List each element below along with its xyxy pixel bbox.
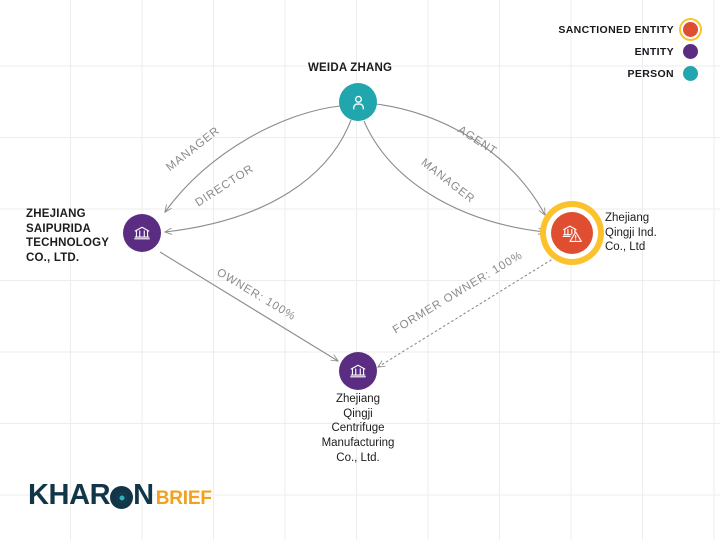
legend-label: SANCTIONED ENTITY <box>558 23 674 36</box>
node-label-line: Qingji <box>343 407 373 420</box>
node-label-line: TECHNOLOGY <box>26 237 110 250</box>
node-label-zhejiang-saipurida: ZHEJIANG SAIPURIDA TECHNOLOGY CO., LTD. <box>26 207 126 266</box>
bank-icon <box>349 362 367 380</box>
person-icon <box>349 93 368 112</box>
node-label-line: SAIPURIDA <box>26 222 92 235</box>
node-zhejiang-qingji-ind[interactable] <box>551 212 593 254</box>
edge-director-saipurida <box>165 119 352 232</box>
sanctioned-dot-icon <box>683 22 698 37</box>
node-label-line: ZHEJIANG <box>26 208 86 220</box>
legend-item-person: PERSON <box>628 66 702 81</box>
node-zhejiang-saipurida[interactable] <box>123 214 161 252</box>
logo-kharon-text-tail: N <box>133 479 154 511</box>
node-label-line: Centrifuge <box>331 422 385 435</box>
node-label-line: Zhejiang <box>335 393 381 405</box>
node-label-weida-zhang: WEIDA ZHANG <box>308 62 393 74</box>
edge-manager-saipurida <box>165 105 341 212</box>
logo-kharon-text: KHAR <box>28 479 111 511</box>
logo-kharon-wordmark: KHAR N <box>28 479 154 512</box>
kharon-brief-logo: KHAR N BRIEF <box>28 479 212 512</box>
node-label-line: Qingji Ind. <box>605 226 657 239</box>
node-label-zhejiang-qingji-centrifuge: Zhejiang Qingji Centrifuge Manufacturing… <box>288 392 428 466</box>
node-zhejiang-qingji-centrifuge[interactable] <box>339 352 377 390</box>
logo-brief-text: BRIEF <box>155 488 212 509</box>
legend-item-entity: ENTITY <box>635 44 702 59</box>
node-weida-zhang[interactable] <box>339 83 377 121</box>
legend-item-sanctioned-entity: SANCTIONED ENTITY <box>558 22 702 37</box>
eye-icon <box>110 486 134 509</box>
edge-manager-qingji-ind <box>363 120 545 232</box>
person-dot-icon <box>683 66 698 81</box>
node-label-line: Manufacturing <box>321 437 395 450</box>
entity-dot-icon <box>683 44 698 59</box>
node-label-line: Co., Ltd <box>605 241 646 254</box>
legend-label: PERSON <box>627 67 674 80</box>
node-label-line: Co., Ltd. <box>336 451 380 464</box>
edge-agent-qingji-ind <box>375 103 545 215</box>
edge-former-owner-centrifuge <box>378 259 552 367</box>
node-label-zhejiang-qingji-ind: Zhejiang Qingji Ind. Co., Ltd <box>605 211 710 255</box>
edge-owner-centrifuge <box>159 251 338 361</box>
node-label-line: Zhejiang <box>605 212 650 224</box>
legend-label: ENTITY <box>634 45 674 58</box>
bank-warning-icon <box>561 222 584 245</box>
bank-icon <box>133 224 151 242</box>
node-label-line: CO., LTD. <box>26 252 80 265</box>
legend: SANCTIONED ENTITY ENTITY PERSON <box>558 22 702 81</box>
